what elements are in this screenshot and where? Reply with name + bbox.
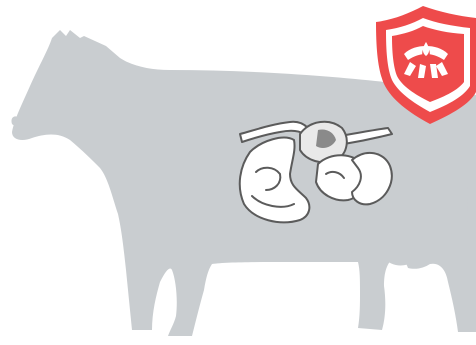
- cow-infographic: [0, 0, 476, 345]
- cow-illustration: [0, 0, 476, 345]
